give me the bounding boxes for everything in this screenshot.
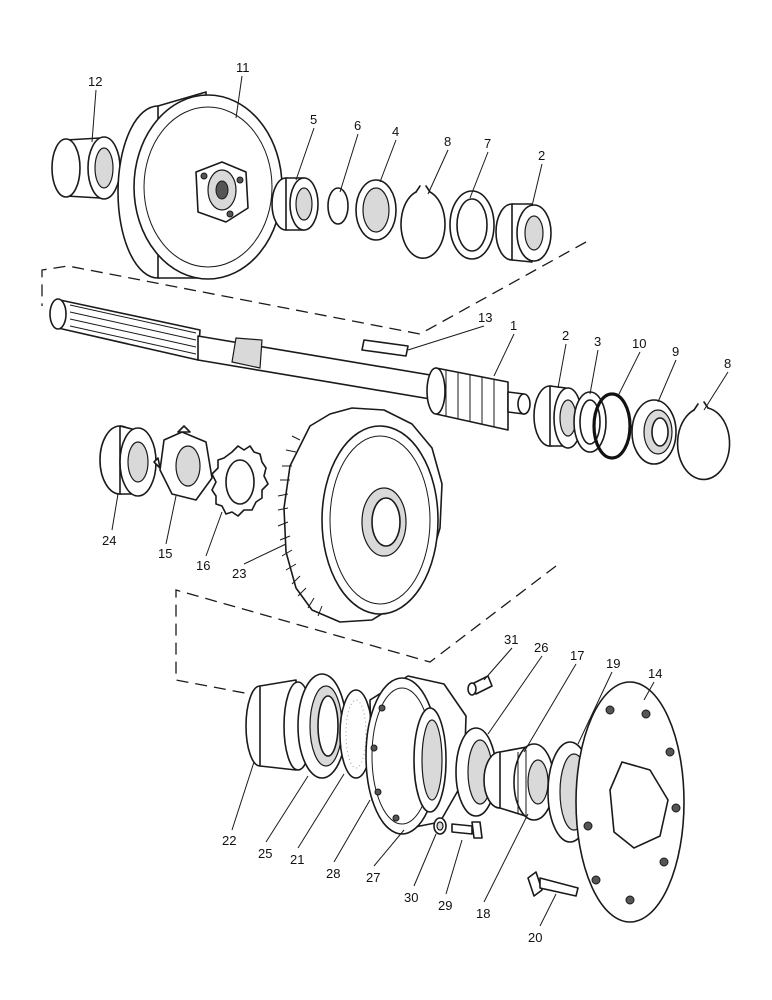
part-4-ring bbox=[355, 179, 397, 241]
callout-5: 5 bbox=[310, 112, 317, 127]
part-17-hub bbox=[483, 743, 555, 821]
part-20-bolt bbox=[527, 871, 579, 897]
callout-15: 15 bbox=[158, 546, 172, 561]
callout-20: 20 bbox=[528, 930, 542, 945]
part-15-castle-nut bbox=[153, 425, 213, 501]
assembly-guide-lines bbox=[41, 241, 587, 695]
part-2-bearing-upper bbox=[495, 203, 552, 263]
callout-12: 12 bbox=[88, 74, 102, 89]
callout-25: 25 bbox=[258, 846, 272, 861]
part-31-nipple bbox=[467, 675, 493, 696]
part-29-bolt bbox=[451, 821, 483, 839]
callout-4: 4 bbox=[392, 124, 399, 139]
callout-8-upper: 8 bbox=[444, 134, 451, 149]
part-14-flange bbox=[575, 681, 685, 923]
callout-30: 30 bbox=[404, 890, 418, 905]
callout-23: 23 bbox=[232, 566, 246, 581]
callout-7: 7 bbox=[484, 136, 491, 151]
callout-22: 22 bbox=[222, 833, 236, 848]
part-5-bearing bbox=[271, 177, 319, 231]
callout-8-lower: 8 bbox=[724, 356, 731, 371]
part-25-seal bbox=[297, 673, 347, 779]
callout-31: 31 bbox=[504, 632, 518, 647]
callout-16: 16 bbox=[196, 558, 210, 573]
part-7-washer bbox=[449, 190, 495, 260]
callout-13: 13 bbox=[478, 310, 492, 325]
callout-17: 17 bbox=[570, 648, 584, 663]
part-23-gear bbox=[277, 407, 443, 623]
part-16-tab-washer bbox=[211, 445, 269, 517]
callout-14: 14 bbox=[648, 666, 662, 681]
callout-29: 29 bbox=[438, 898, 452, 913]
part-1-shaft bbox=[49, 298, 531, 431]
leader-lines bbox=[91, 75, 729, 927]
callout-1: 1 bbox=[510, 318, 517, 333]
part-30-washer bbox=[433, 817, 447, 835]
part-24-bearing bbox=[99, 425, 157, 497]
callout-27: 27 bbox=[366, 870, 380, 885]
part-11-drum bbox=[117, 91, 283, 280]
callout-labels: 12 11 5 6 4 8 7 2 13 1 2 3 10 9 8 24 15 … bbox=[88, 60, 731, 945]
callout-9: 9 bbox=[672, 344, 679, 359]
callout-11: 11 bbox=[236, 60, 250, 75]
part-8-snap-ring-lower bbox=[676, 401, 731, 481]
callout-2-upper: 2 bbox=[538, 148, 545, 163]
callout-21: 21 bbox=[290, 852, 304, 867]
part-12-sleeve bbox=[51, 136, 121, 200]
callout-3: 3 bbox=[594, 334, 601, 349]
part-10-o-ring bbox=[592, 392, 632, 460]
callout-6: 6 bbox=[354, 118, 361, 133]
callout-28: 28 bbox=[326, 866, 340, 881]
callout-19: 19 bbox=[606, 656, 620, 671]
callout-2-lower: 2 bbox=[562, 328, 569, 343]
part-27-housing bbox=[365, 675, 467, 835]
part-8-snap-ring-upper bbox=[400, 185, 446, 260]
callout-18: 18 bbox=[476, 906, 490, 921]
part-9-seal bbox=[631, 399, 677, 465]
callout-10: 10 bbox=[632, 336, 646, 351]
part-6-circlip bbox=[327, 187, 349, 225]
callout-24: 24 bbox=[102, 533, 116, 548]
part-13-key bbox=[361, 339, 409, 357]
callout-26: 26 bbox=[534, 640, 548, 655]
